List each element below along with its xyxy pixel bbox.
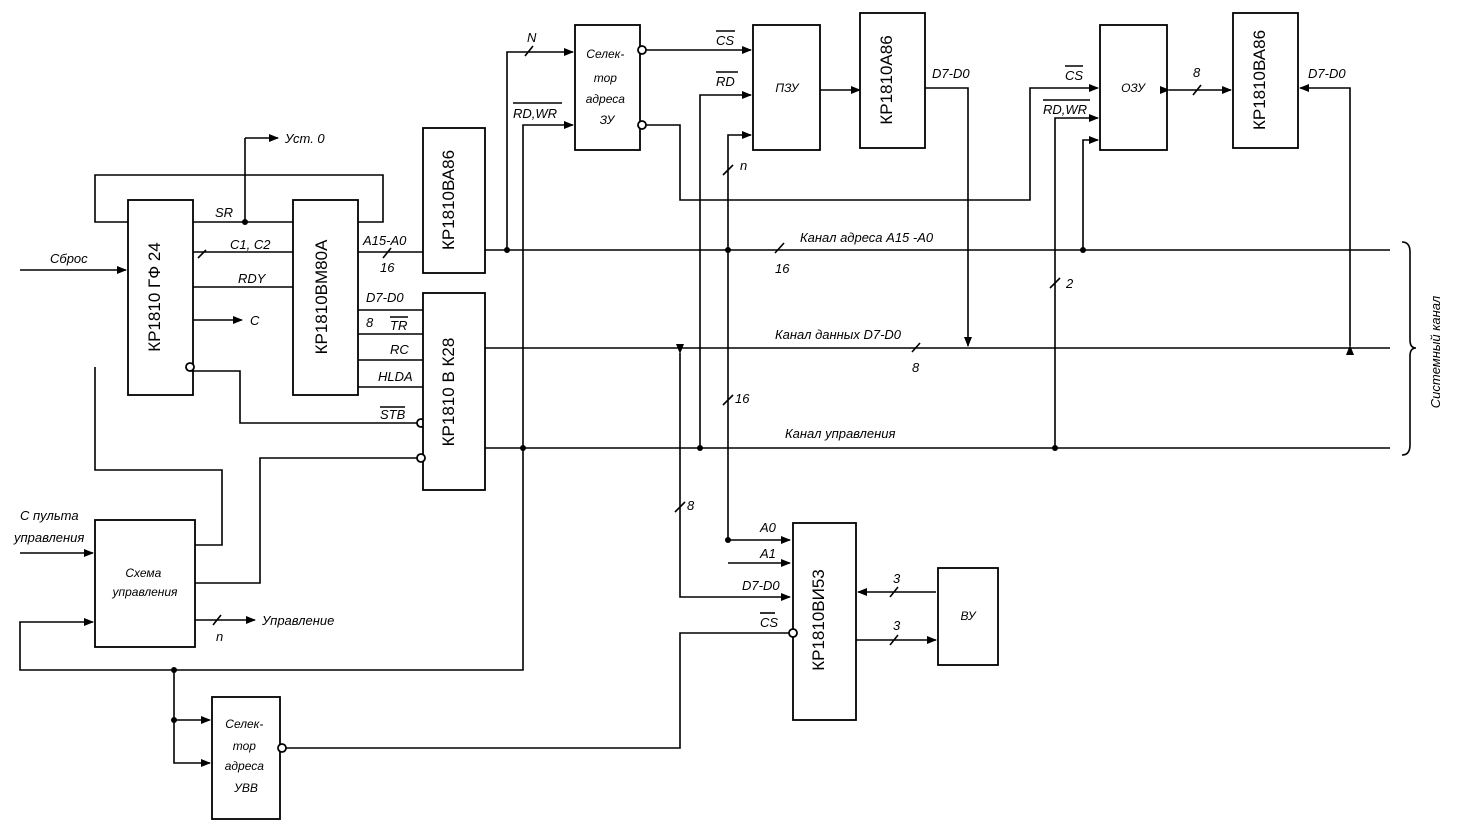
from-panel-label: С пульта управления xyxy=(13,508,84,545)
ram-ctrl-width-label: 2 xyxy=(1065,276,1074,291)
timer-addr-width-label: 16 xyxy=(735,391,750,406)
system-bus-label: Системный канал xyxy=(1428,295,1443,408)
ram-cs-label: CS xyxy=(1065,68,1083,83)
c1c2-label: С1, С2 xyxy=(230,237,271,252)
reset-label: Сброс xyxy=(50,251,88,266)
timer-d7d0-label: D7-D0 xyxy=(742,578,780,593)
a15a0-label: А15-А0 xyxy=(362,233,407,248)
sr-label: SR xyxy=(215,205,233,220)
system-bus: Канал адреса А15 -А0 Канал данных D7-D0 … xyxy=(485,230,1443,456)
data-width-label: 8 xyxy=(912,360,920,375)
control-bus-label: Канал управления xyxy=(785,426,895,441)
timer-cs-label: CS xyxy=(760,615,778,630)
memory-selector: Селек- тор адреса ЗУ N RD,WR xyxy=(504,24,647,451)
address-width-label: 16 xyxy=(775,261,790,276)
bus-controller: КР1810 В К28 xyxy=(416,292,486,491)
ram-buffer: КР1810ВА86 D7-D0 xyxy=(1232,12,1354,355)
clock-generator: КР1810 ГФ 24 Сброс SR Уст. 0 С1, С2 RDY … xyxy=(20,131,384,396)
ram-label: ОЗУ xyxy=(1121,81,1146,95)
io-selector: Селек- тор адреса УВВ xyxy=(171,632,789,820)
address-bus-label: Канал адреса А15 -А0 xyxy=(800,230,934,245)
ust0-label: Уст. 0 xyxy=(284,131,325,146)
a0-label: А0 xyxy=(759,520,777,535)
control-circuit-label: Схема управления xyxy=(112,566,179,599)
vu-in-width-label: 3 xyxy=(893,571,901,586)
rom-buffer: КР1810А86 D7-D0 xyxy=(859,12,972,347)
external-device: ВУ xyxy=(937,567,999,666)
rom-rd-label: RD xyxy=(716,74,735,89)
n-label: N xyxy=(527,30,537,45)
rc-label: RC xyxy=(390,342,409,357)
ram: ОЗУ CS RD,WR 2 8 xyxy=(646,24,1232,451)
hlda-label: HLDA xyxy=(378,369,413,384)
system-bus-brace xyxy=(1401,241,1417,456)
stb-label: STB xyxy=(380,407,406,422)
io-selector-label: Селек- тор адреса УВВ xyxy=(225,717,268,795)
rom: ПЗУ CS RD n xyxy=(646,24,861,451)
rom-buffer-label: КР1810А86 xyxy=(877,35,896,124)
control-circuit: Схема управления С пульта управления n У… xyxy=(13,367,524,673)
tr-label: TR xyxy=(390,318,407,333)
data-bus-label: Канал данных D7-D0 xyxy=(775,327,902,342)
control-out-label: Управление xyxy=(261,613,334,628)
control-width-label: n xyxy=(216,629,223,644)
rdwr-label: RD,WR xyxy=(513,106,557,121)
ram-buffer-label: КР1810ВА86 xyxy=(1250,30,1269,130)
rom-cs-label: CS xyxy=(716,33,734,48)
timer-data-width-label: 8 xyxy=(687,498,695,513)
ram-d7d0-label: D7-D0 xyxy=(1308,66,1346,81)
a1-label: А1 xyxy=(759,546,776,561)
cpu-d7d0-label: D7-D0 xyxy=(366,290,404,305)
rom-d7d0-label: D7-D0 xyxy=(932,66,970,81)
c-out-label: С xyxy=(250,313,260,328)
cpu: КР1810ВМ80А А15-А0 16 D7-D0 8 TR RC HLDA… xyxy=(190,199,426,428)
ram-width-label: 8 xyxy=(1193,65,1201,80)
timer: КР1810ВИ53 16 А0 А1 8 D7-D0 CS 3 3 xyxy=(674,250,937,721)
memory-selector-label: Селек- тор адреса ЗУ xyxy=(586,47,629,127)
address-buffer-label: КР1810ВА86 xyxy=(439,150,458,250)
cpu-data-width-label: 8 xyxy=(366,315,374,330)
rom-label: ПЗУ xyxy=(775,81,800,95)
bus-controller-label: КР1810 В К28 xyxy=(439,338,458,447)
rom-n-label: n xyxy=(740,158,747,173)
clock-generator-label: КР1810 ГФ 24 xyxy=(145,242,164,352)
address-buffer: КР1810ВА86 xyxy=(422,127,486,274)
cpu-addr-width-label: 16 xyxy=(380,260,395,275)
vu-out-width-label: 3 xyxy=(893,618,901,633)
ram-rdwr-label: RD,WR xyxy=(1043,102,1087,117)
external-device-label: ВУ xyxy=(961,609,977,623)
timer-label: КР1810ВИ53 xyxy=(809,569,828,671)
rdy-label: RDY xyxy=(238,271,267,286)
cpu-label: КР1810ВМ80А xyxy=(312,239,331,354)
